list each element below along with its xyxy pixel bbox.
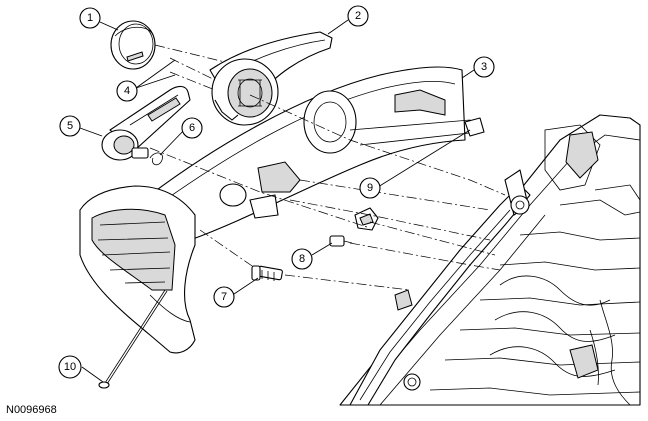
callout-6: 6 xyxy=(181,117,203,139)
svg-text:4: 4 xyxy=(124,85,130,97)
svg-text:2: 2 xyxy=(355,10,361,22)
trim-cap xyxy=(110,20,156,70)
svg-text:1: 1 xyxy=(87,12,93,24)
outer-trim-panel xyxy=(149,66,479,242)
leader-lines xyxy=(79,19,475,383)
svg-text:7: 7 xyxy=(221,291,227,303)
pin-clip xyxy=(329,235,353,247)
svg-text:6: 6 xyxy=(189,122,195,134)
callout-4: 4 xyxy=(116,80,138,102)
assembly-lines xyxy=(149,44,506,291)
svg-text:5: 5 xyxy=(67,120,73,132)
callout-8: 8 xyxy=(291,248,313,270)
bolt xyxy=(251,265,283,281)
callout-5: 5 xyxy=(59,115,81,137)
callout-10: 10 xyxy=(58,355,82,379)
screw xyxy=(98,289,168,389)
callout-2: 2 xyxy=(347,5,369,27)
outer-seat-cover xyxy=(79,185,196,354)
callout-1: 1 xyxy=(79,7,101,29)
spring-clip xyxy=(149,152,163,166)
shield-handle xyxy=(209,31,333,126)
svg-text:3: 3 xyxy=(481,61,487,73)
callout-3: 3 xyxy=(473,56,495,78)
callout-7: 7 xyxy=(213,286,235,308)
recliner-handle xyxy=(101,85,191,161)
seat-frame xyxy=(339,114,641,406)
svg-text:10: 10 xyxy=(64,361,76,373)
callout-9: 9 xyxy=(359,177,381,199)
svg-text:9: 9 xyxy=(367,182,373,194)
svg-text:8: 8 xyxy=(299,253,305,265)
figure-reference-code: N0096968 xyxy=(6,404,57,416)
